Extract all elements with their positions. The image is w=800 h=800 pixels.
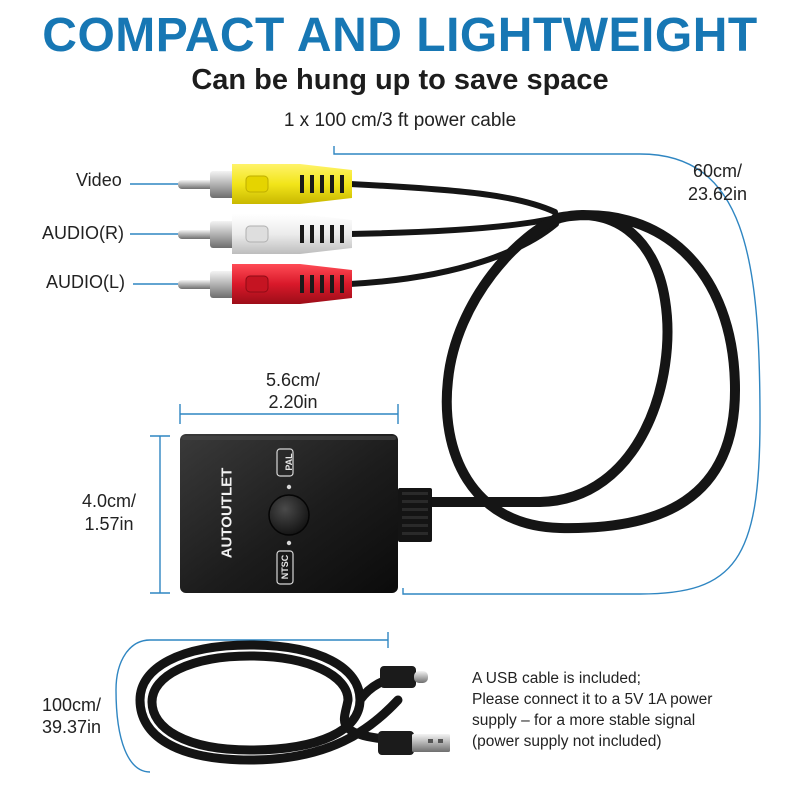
dimension-lines <box>115 146 761 773</box>
usb-length-line-top <box>150 632 389 648</box>
label-audio-left: AUDIO(L) <box>46 272 126 292</box>
headline: COMPACT AND LIGHTWEIGHT <box>42 9 758 62</box>
usb-note-line: (power supply not included) <box>472 733 662 750</box>
dimension-device-height-imperial: 1.57in <box>84 514 134 534</box>
device-height-line <box>150 435 170 594</box>
usb-cable <box>135 640 450 765</box>
usb-note-line: Please connect it to a 5V 1A power <box>472 691 713 708</box>
cable-loop <box>425 210 741 534</box>
brand-logo: AUTOUTLET <box>219 468 236 559</box>
dimension-usb-length: 100cm/ 39.37in <box>42 694 101 738</box>
dimension-device-width-metric: 5.6cm/ <box>265 370 321 390</box>
label-audio-right: AUDIO(R) <box>42 223 124 243</box>
dimension-device-width: 5.6cm/ 2.20in <box>234 369 352 413</box>
dimension-cable-length-metric: 60cm/ <box>693 161 743 181</box>
usb-note-line: A USB cable is included; <box>472 670 641 687</box>
label-video: Video <box>76 170 122 190</box>
dimension-cable-length: 60cm/ 23.62in <box>688 160 747 206</box>
usb-cable-note: A USB cable is included; Please connect … <box>472 668 712 752</box>
cable-length-line <box>333 146 761 595</box>
usb-a-plug <box>378 731 450 755</box>
dimension-device-height-metric: 4.0cm/ <box>82 491 137 511</box>
mode-switch-knob <box>268 494 310 536</box>
usb-c-plug <box>380 666 428 688</box>
dimension-cable-length-imperial: 23.62in <box>688 184 748 204</box>
subheadline: Can be hung up to save space <box>191 64 609 96</box>
dimension-device-width-imperial: 2.20in <box>268 392 318 412</box>
switch-label-ntsc: NTSC <box>280 554 290 579</box>
plug-audio-left <box>178 264 352 304</box>
switch-label-pal: PAL <box>284 453 294 471</box>
usb-length-line <box>115 639 151 773</box>
plug-audio-right <box>178 214 352 254</box>
av-cables <box>347 181 741 534</box>
converter-box: PAL NTSC AUTOUTLET <box>180 434 432 593</box>
device-width-line <box>179 404 399 424</box>
plug-video <box>178 164 352 204</box>
usb-note-line: supply – for a more stable signal <box>472 712 696 729</box>
power-cable-note: 1 x 100 cm/3 ft power cable <box>283 110 517 131</box>
dimension-usb-length-metric: 100cm/ <box>42 695 102 715</box>
dimension-usb-length-imperial: 39.37in <box>42 717 102 737</box>
dimension-device-height: 4.0cm/ 1.57in <box>82 490 136 536</box>
